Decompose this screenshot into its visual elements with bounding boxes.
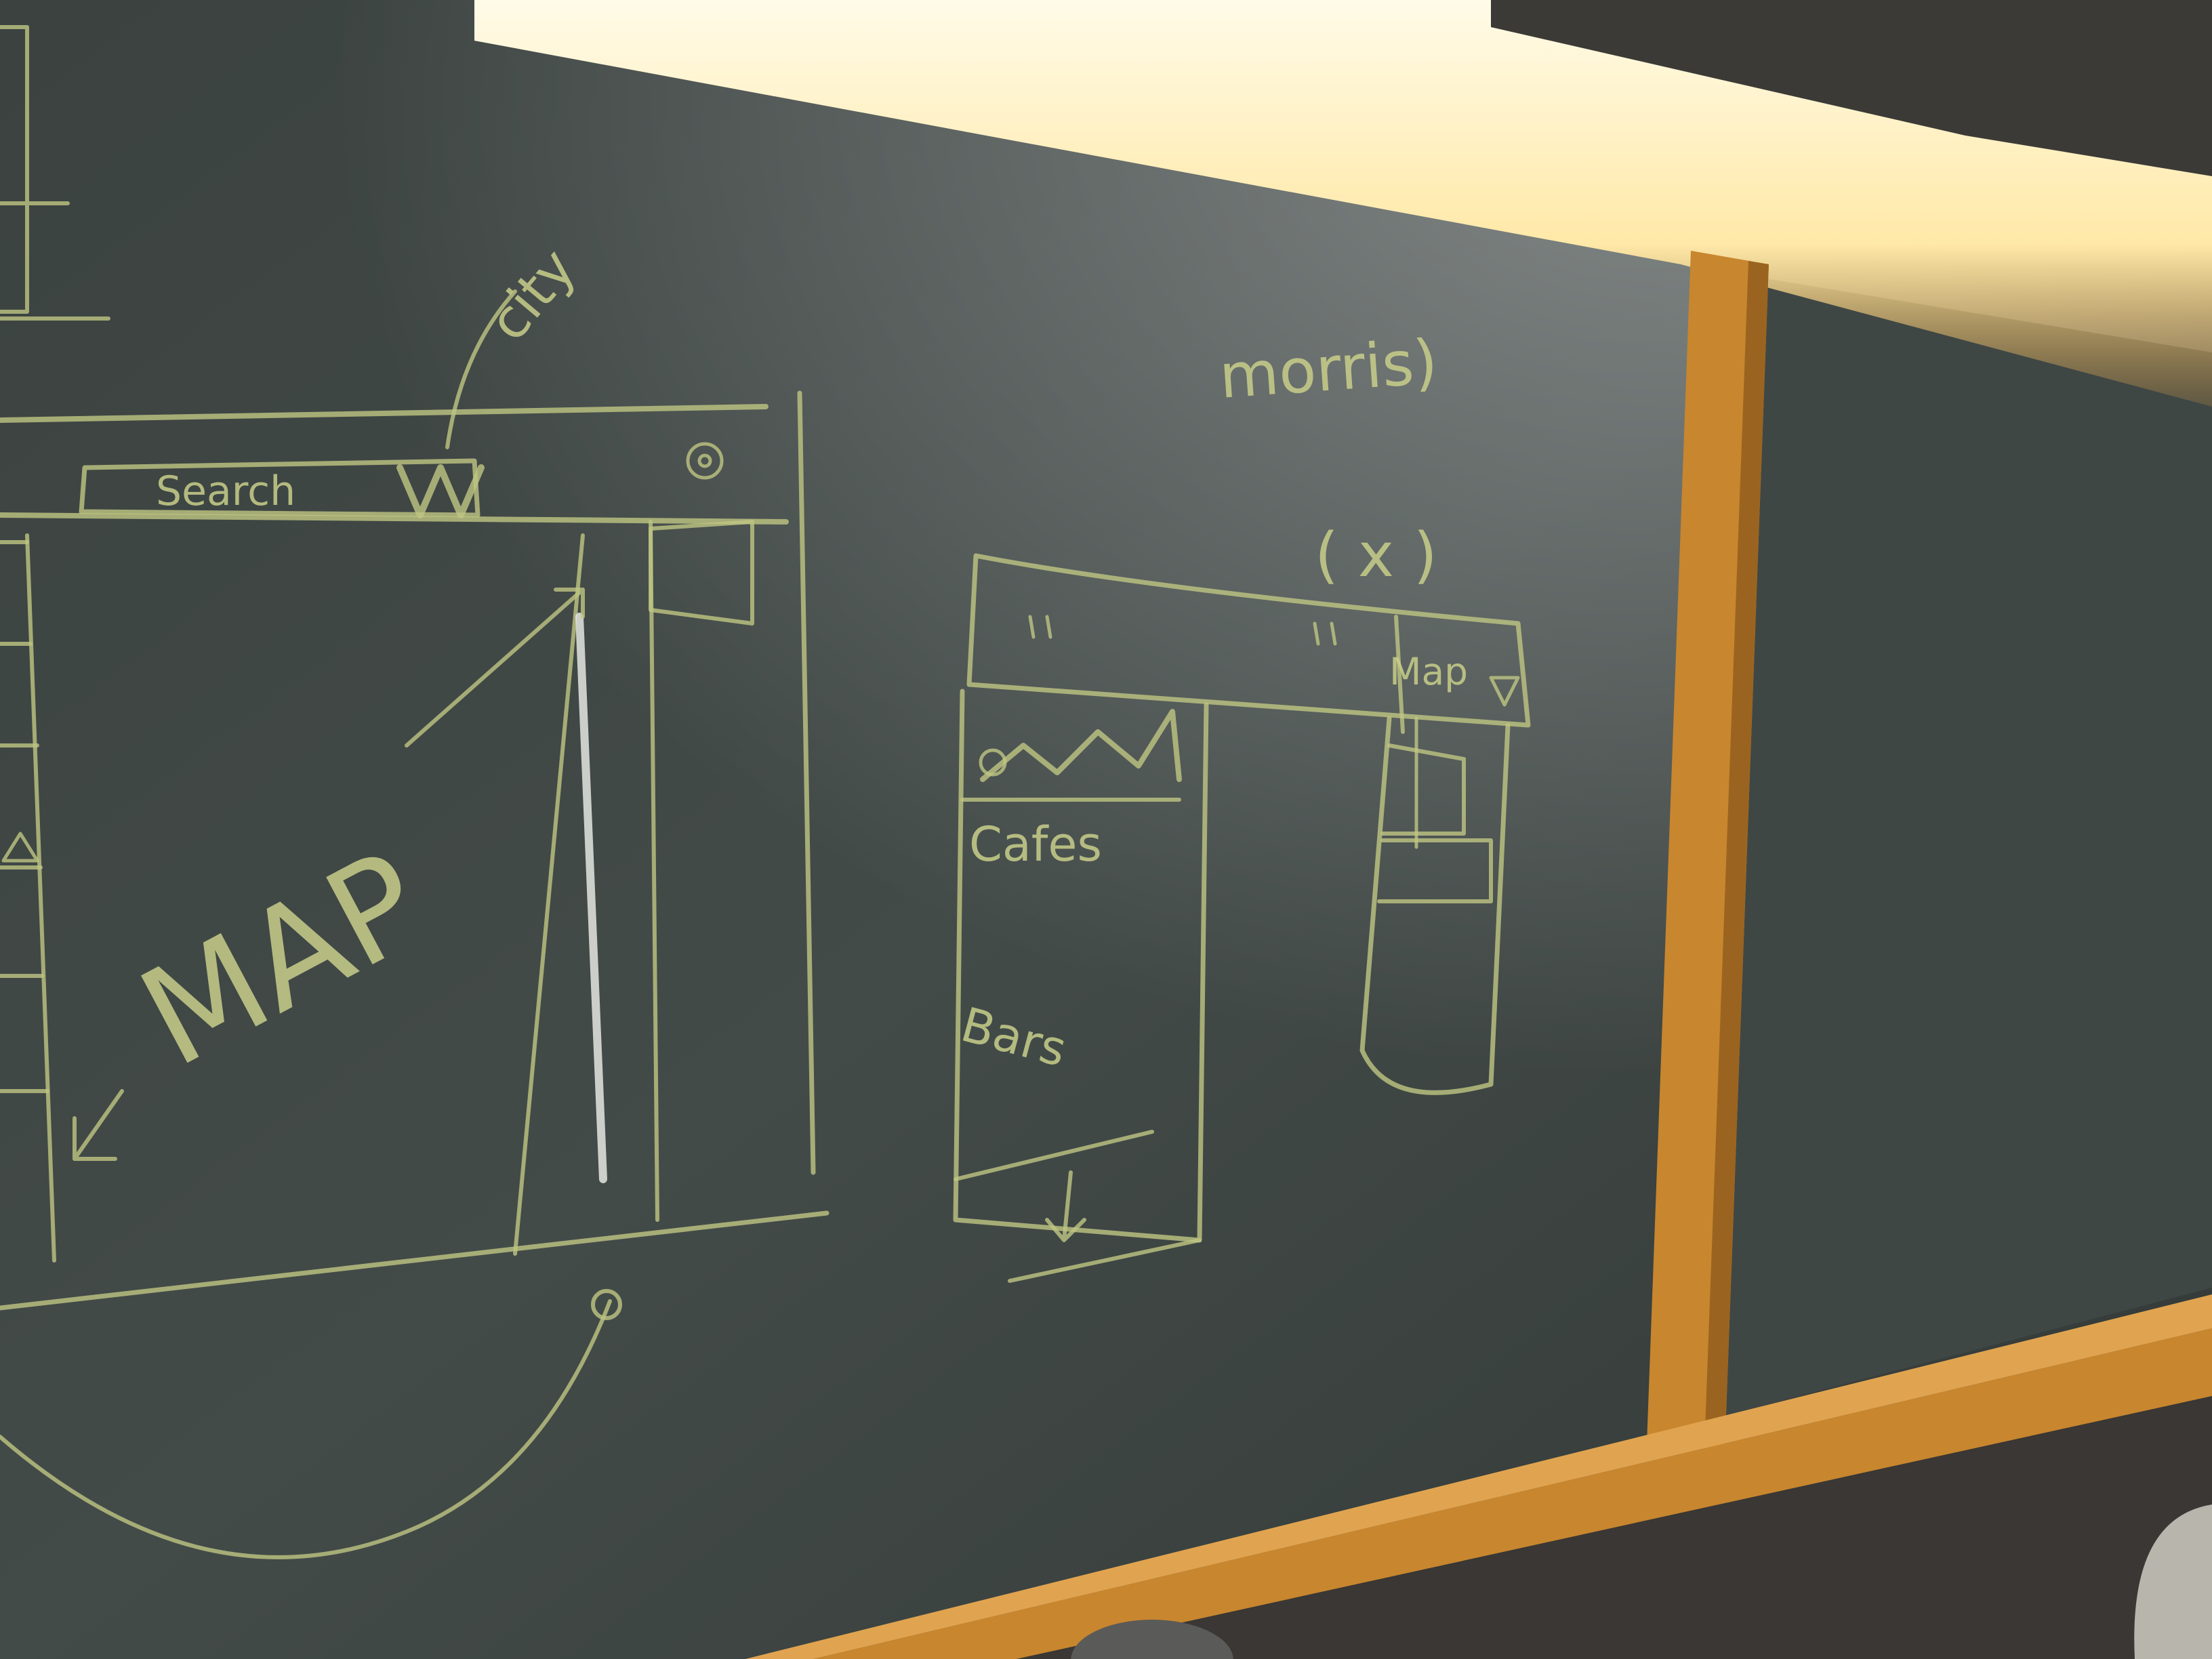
person-head — [1071, 1620, 1233, 1659]
label-search: Search — [156, 468, 295, 515]
label-map-small: Map — [1389, 650, 1468, 693]
wall-above-light — [1491, 0, 2212, 176]
floor-wall — [1017, 1396, 2212, 1659]
ceiling-light — [474, 0, 2212, 407]
right-board-panel — [1721, 278, 2212, 1416]
wood-ledge-top — [745, 1294, 2212, 1659]
label-cafes: Cafes — [969, 817, 1102, 872]
right-sketch — [953, 553, 1531, 1283]
label-close: ( x ) — [1315, 520, 1437, 591]
chair-back — [2134, 1504, 2212, 1659]
left-sketch — [0, 25, 830, 1559]
label-morris: morris) — [1217, 327, 1440, 413]
wood-divider-shade — [1704, 261, 1769, 1450]
